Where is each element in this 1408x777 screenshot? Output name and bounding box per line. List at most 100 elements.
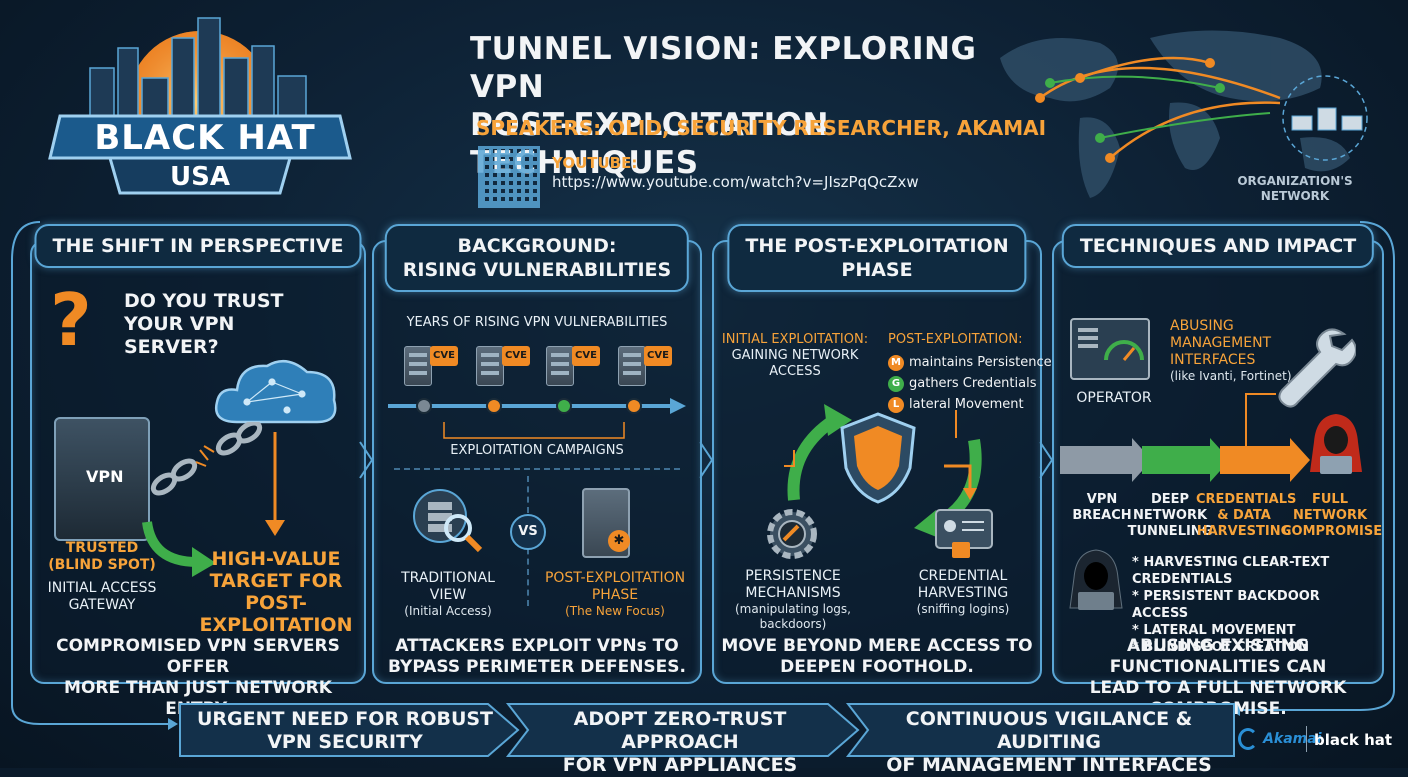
panel3-footer: MOVE BEYOND MERE ACCESS TO DEEPEN FOOTHO…	[714, 636, 1040, 678]
world-map: ORGANIZATION'S NETWORK	[980, 18, 1390, 208]
panel1-footer: COMPROMISED VPN SERVERS OFFER MORE THAN …	[32, 636, 364, 720]
panel-techniques-impact: TECHNIQUES AND IMPACT OPERATOR ABUSING M…	[1052, 224, 1384, 719]
technique-item: * LATERAL MOVEMENT	[1132, 623, 1296, 638]
technique-item: * PERSISTENT BACKDOOR ACCESS	[1132, 589, 1320, 621]
post-item-text: lateral Movement	[909, 397, 1024, 412]
speakers: SPEAKERS: OLID, SECURITY RESEARCHER, AKA…	[476, 116, 1046, 140]
flow-step-line1: CREDENTIALS	[1196, 492, 1297, 507]
post-line3: (The New Focus)	[565, 604, 665, 618]
panel4-footer-line1: ABUSING EXISTING FUNCTIONALITIES CAN	[1109, 636, 1327, 677]
anonymous-hacker-icon	[1069, 549, 1123, 610]
panel-background-vulnerabilities: BACKGROUND: RISING VULNERABILITIES YEARS…	[372, 224, 702, 684]
youtube-url[interactable]: https://www.youtube.com/watch?v=JIszPqQc…	[552, 173, 919, 191]
traditional-line2: VIEW	[429, 587, 467, 603]
dashboard-icon	[1070, 318, 1150, 380]
vs-badge: VS	[510, 514, 546, 550]
vpn-server-icon: VPN	[54, 417, 150, 541]
traditional-view-icon	[413, 489, 483, 553]
post-item-icon: L	[888, 396, 904, 413]
target-line2: TARGET FOR	[209, 570, 343, 592]
high-value-target: HIGH-VALUE TARGET FOR POST-EXPLOITATION	[190, 548, 362, 636]
target-line3: POST-EXPLOITATION	[199, 592, 353, 636]
panel2-footer: ATTACKERS EXPLOIT VPNs TO BYPASS PERIMET…	[374, 636, 700, 678]
panel1-footer-line1: COMPROMISED VPN SERVERS OFFER	[56, 636, 340, 677]
flow-step-line3: HARVESTING	[1196, 524, 1292, 539]
cloud-network-icon	[214, 359, 337, 424]
abusing-management: ABUSING MANAGEMENT INTERFACES (like Ivan…	[1170, 318, 1320, 384]
map-label-line2: NETWORK	[1260, 189, 1330, 203]
years-label: YEARS OF RISING VPN VULNERABILITIES	[406, 315, 668, 330]
youtube-label: YOUTUBE:	[552, 154, 638, 172]
bottom-item2-line1: ADOPT ZERO-TRUST APPROACH	[573, 708, 787, 753]
bottom-item3-line2: OF MANAGEMENT INTERFACES	[886, 754, 1212, 776]
section-divider	[394, 468, 680, 470]
post-exploit-server-icon: ✱	[582, 488, 630, 558]
post-item-icon: M	[888, 354, 904, 371]
persistence-line1: PERSISTENCE	[745, 568, 841, 584]
panel3-footer-line1: MOVE BEYOND MERE ACCESS TO	[721, 636, 1033, 656]
target-line1: HIGH-VALUE	[211, 548, 341, 570]
panel-shift-in-perspective: THE SHIFT IN PERSPECTIVE ? DO YOU TRUST …	[30, 224, 366, 719]
trusted-line1: TRUSTED	[65, 540, 139, 556]
cve-badge-4: CVE	[644, 346, 672, 366]
credential-line1: CREDENTIAL	[918, 568, 1008, 584]
flow-step-line3: TUNNELING	[1127, 524, 1213, 539]
post-exploitation-label: POST-EXPLOITATION PHASE (The New Focus)	[540, 570, 690, 619]
server-icon-1	[404, 346, 432, 386]
credential-line2: HARVESTING	[917, 585, 1009, 601]
credential-label: CREDENTIAL HARVESTING (sniffing logins)	[890, 568, 1036, 617]
cve-badge-1: CVE	[430, 346, 458, 366]
panel3-heading-line2: PHASE	[841, 259, 913, 281]
traditional-line3: (Initial Access)	[404, 604, 492, 618]
post-line1: POST-EXPLOITATION	[544, 570, 686, 586]
panel2-footer-line1: ATTACKERS EXPLOIT VPNs TO	[395, 636, 679, 656]
bottom-item-1: URGENT NEED FOR ROBUST VPN SECURITY	[190, 708, 500, 754]
panel4-heading: TECHNIQUES AND IMPACT	[1061, 224, 1375, 268]
gear-icon	[767, 509, 817, 559]
hacker-icon	[1308, 412, 1364, 476]
hooded-attacker-icon	[1310, 414, 1362, 474]
question-mark-icon: ?	[50, 278, 92, 362]
speakers-label: SPEAKERS:	[476, 116, 602, 140]
credential-line3: (sniffing logins)	[916, 602, 1010, 616]
abusing-line1: ABUSING MANAGEMENT	[1170, 318, 1272, 351]
technique-item: * HARVESTING CLEAR-TEXT CREDENTIALS	[1132, 555, 1330, 587]
timeline	[388, 398, 686, 439]
flow-step-line2: NETWORK	[1132, 508, 1208, 523]
technique-item: * BLIND SPOT CREATION	[1132, 640, 1310, 655]
panel2-heading: BACKGROUND: RISING VULNERABILITIES	[384, 224, 690, 292]
post-item-text: gathers Credentials	[909, 376, 1037, 391]
persistence-line3: (manipulating logs,	[734, 602, 851, 616]
post-title: POST-EXPLOITATION:	[888, 332, 1023, 347]
flow-step-line1: VPN	[1086, 492, 1118, 507]
flow-step-line1: DEEP	[1150, 492, 1190, 507]
trusted-line2: (BLIND SPOT)	[48, 557, 156, 573]
akamai-logo: Akamai	[1238, 728, 1322, 750]
bottom-item1-line2: VPN SECURITY	[267, 731, 423, 753]
persistence-line4: backdoors)	[759, 617, 827, 631]
black-hat-logo: BLACK HAT USA	[20, 8, 380, 208]
vpn-label: VPN	[86, 467, 124, 486]
world-map-icon	[1000, 30, 1368, 198]
speakers-value: OLID, SECURITY RESEARCHER, AKAMAI	[608, 116, 1047, 140]
down-arrow-icon	[265, 432, 285, 536]
cve-badge-3: CVE	[572, 346, 600, 366]
map-label: ORGANIZATION'S NETWORK	[1220, 174, 1370, 204]
panel1-heading: THE SHIFT IN PERSPECTIVE	[34, 224, 362, 268]
bottom-item3-line1: CONTINUOUS VIGILANCE & AUDITING	[905, 708, 1193, 753]
trusted-label: TRUSTED (BLIND SPOT)	[42, 540, 162, 574]
city-skyline-icon	[48, 17, 352, 195]
question-line3: SERVER?	[124, 336, 219, 358]
gateway-line1: INITIAL ACCESS	[47, 580, 157, 596]
attack-flow-arrows	[1060, 438, 1310, 482]
persistence-line2: MECHANISMS	[745, 585, 841, 601]
logo-line1: BLACK HAT	[94, 118, 316, 158]
post-item-icon: G	[888, 375, 904, 392]
